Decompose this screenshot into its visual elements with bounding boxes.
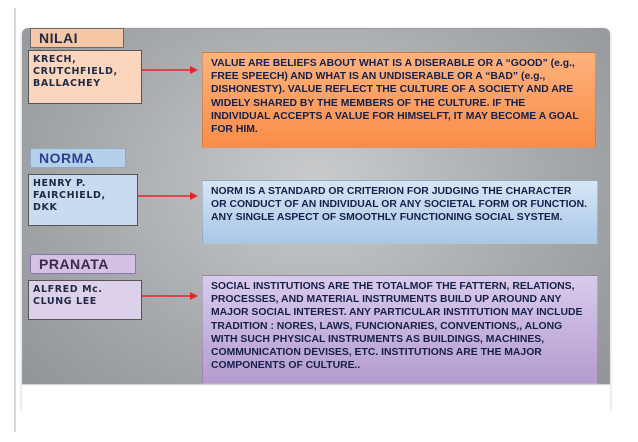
author-pranata: ALFRED Mc. CLUNG LEE [28, 280, 142, 320]
author-norma: HENRY P. FAIRCHIELD, DKK [28, 174, 138, 226]
definition-norma: NORM IS A STANDARD OR CRITERION FOR JUDG… [202, 180, 598, 244]
title-nilai: NILAI [30, 28, 124, 48]
author-line: FAIRCHIELD, [33, 190, 106, 201]
title-pranata: PRANATA [30, 254, 136, 274]
author-line: ALFRED Mc. [33, 284, 103, 295]
author-nilai: KRECH, CRUTCHFIELD, BALLACHEY [28, 50, 142, 104]
author-line: KRECH, [33, 54, 77, 65]
slide-edge-line [14, 8, 16, 432]
author-line: DKK [33, 202, 58, 213]
definition-pranata: SOCIAL INSTITUTIONS ARE THE TOTALMOF THE… [202, 275, 598, 384]
author-line: HENRY P. [33, 178, 87, 189]
author-line: CLUNG LEE [33, 296, 97, 307]
bottom-strip [22, 384, 610, 421]
definition-nilai: VALUE ARE BELIEFS ABOUT WHAT IS A DISERA… [202, 52, 596, 148]
title-norma: NORMA [30, 148, 126, 168]
author-line: CRUTCHFIELD, [33, 66, 118, 77]
author-line: BALLACHEY [33, 78, 101, 89]
